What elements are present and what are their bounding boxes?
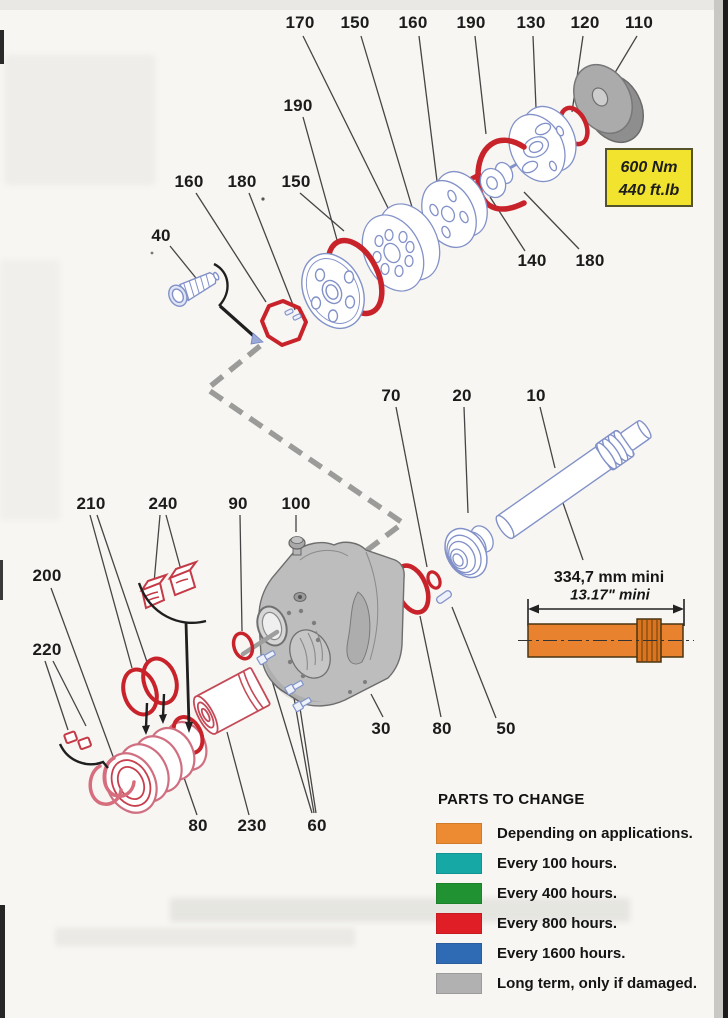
callout-60: 60 [307,816,327,835]
callout-10: 10 [526,386,546,405]
torque-value-ftlb: 440 ft.lb [618,182,680,200]
legend-swatch-blue [436,942,482,964]
legend-swatch-orange [436,822,482,844]
part-distributor-disc [421,171,488,248]
oring-90 [231,631,255,661]
part-hub-140 [479,161,518,199]
legend-row: Long term, only if damaged. [436,968,728,998]
callout-50: 50 [496,719,516,738]
callout-30: 30 [371,719,391,738]
callout-230: 230 [237,816,267,835]
gasket-160 [260,299,308,347]
dimension-drawing [518,599,694,663]
callout-40: 40 [151,226,171,245]
callout-240: 240 [148,494,178,513]
callout-210: 210 [76,494,106,513]
callout-200: 200 [32,566,62,585]
legend-swatch-gray [436,972,482,994]
scan-edge-mark [0,560,3,600]
part-bearing-flange-130 [508,105,577,183]
clips-220 [58,730,109,769]
callout-80-mid: 80 [432,719,452,738]
scan-edge-mark [0,905,5,1018]
part-screw-40 [168,271,220,307]
callout-160-left: 160 [174,172,204,191]
part-shaft-10 [495,419,652,540]
part-housing-30 [256,541,405,707]
ring-stack [104,715,208,814]
orings-210 [121,656,179,717]
part-pin-50 [435,590,453,604]
oring-70 [426,570,442,590]
legend-swatch-green [436,882,482,904]
legend-label: Every 1600 hours. [497,944,626,962]
scan-edge-right-gray [714,0,723,1018]
leader-lines [44,35,638,816]
legend-label: Long term, only if damaged. [497,974,698,992]
parts-to-change-legend: PARTS TO CHANGE Depending on application… [436,791,728,998]
stud-rod [240,629,280,657]
legend-row: Depending on applications. [436,818,728,848]
callout-120: 120 [570,13,600,32]
callout-130: 130 [516,13,546,32]
speck [150,251,154,255]
legend-label: Every 400 hours. [497,884,618,902]
legend-label: Every 100 hours. [497,854,618,872]
section-connector-dashed [202,343,408,554]
callout-140: 140 [517,251,547,270]
legend-row: Every 100 hours. [436,848,728,878]
torque-spec-box: 600 Nm 440 ft.lb [605,148,693,207]
dimension-metric: 334,7 mm mini [553,569,665,586]
legend-row: Every 800 hours. [436,908,728,938]
legend-swatch-red [436,912,482,934]
legend-label: Depending on applications. [497,824,693,842]
callout-70: 70 [381,386,401,405]
dimension-imperial: 13.17" mini [570,586,650,604]
part-end-cover-110 [573,64,644,143]
callout-150-top: 150 [340,13,370,32]
callout-160-top: 160 [398,13,428,32]
callout-150-left: 150 [281,172,311,191]
part-plug-100 [288,536,306,556]
callout-80-bottom: 80 [188,816,208,835]
callout-100: 100 [281,494,311,513]
callout-90: 90 [228,494,248,513]
legend-title: PARTS TO CHANGE [438,791,585,808]
callout-180-left: 180 [227,172,257,191]
legend-row: Every 1600 hours. [436,938,728,968]
torque-value-nm: 600 Nm [620,159,678,176]
scan-edge-right-dark [723,0,728,1018]
callout-20: 20 [452,386,472,405]
speck [261,197,265,201]
pointer-arc-40 [213,262,264,345]
callout-220: 220 [32,640,62,659]
part-front-flange-150 [301,253,365,329]
callout-110: 110 [624,13,654,32]
scan-edge-top [0,0,728,10]
cam-blocks-240 [139,559,199,610]
gasket-screws-180 [284,308,302,321]
callout-170: 170 [285,13,315,32]
legend-row: Every 400 hours. [436,878,728,908]
part-bearing-20 [444,525,494,579]
bolts-60 [256,650,312,713]
legend-swatch-teal [436,852,482,874]
callout-190-mid: 190 [283,96,313,115]
scan-edge-mark [0,30,4,64]
pointer-arc-240 [137,582,207,735]
callout-190-top: 190 [456,13,486,32]
part-piston-230 [192,667,271,735]
callout-180-right: 180 [575,251,605,270]
legend-label: Every 800 hours. [497,914,618,932]
